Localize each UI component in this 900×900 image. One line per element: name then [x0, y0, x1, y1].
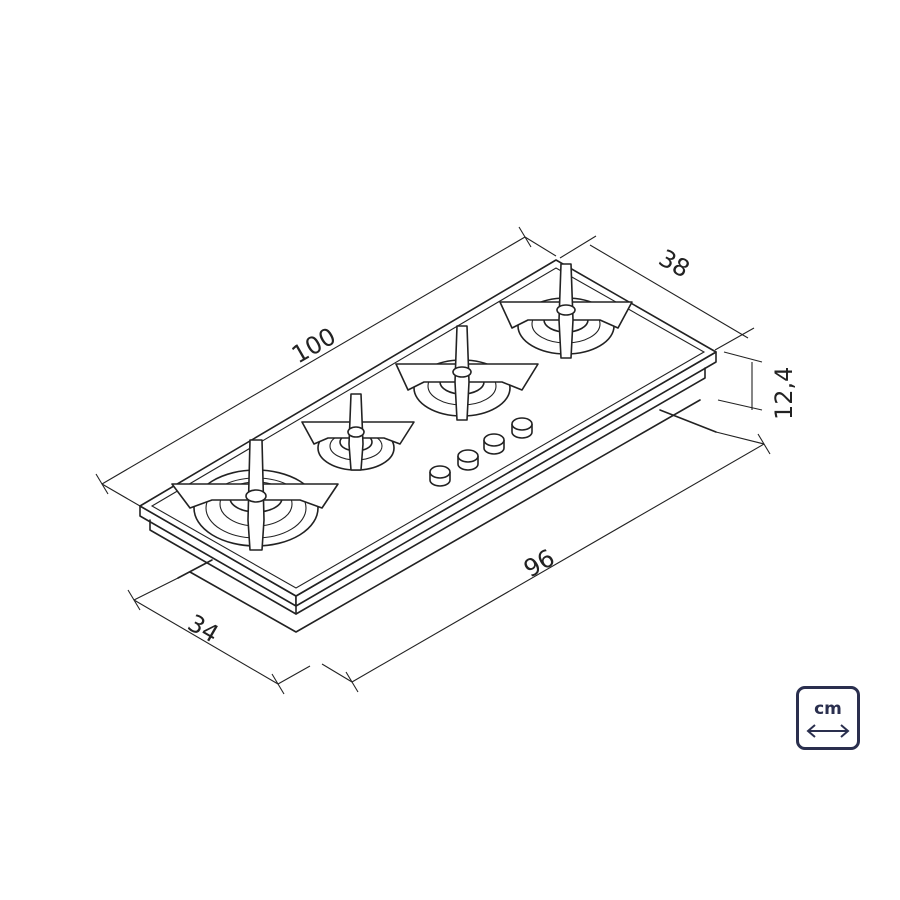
knob-1 [429, 465, 451, 487]
dimension-100-label: 100 [287, 322, 341, 369]
knob-2 [457, 449, 479, 471]
dimension-38-label: 38 [654, 244, 694, 284]
cutout-outline [177, 399, 717, 633]
unit-badge: cm [796, 686, 860, 750]
dimension-96-label: 96 [519, 544, 559, 584]
dimension-12-4-label: 12,4 [770, 367, 798, 420]
burner-medium [395, 325, 539, 421]
knob-4 [511, 417, 533, 439]
dimension-12-4: 12,4 [717, 351, 798, 420]
control-knobs [429, 417, 533, 487]
dimension-34-label: 34 [183, 609, 223, 649]
burner-large-front [171, 439, 339, 551]
burner-small [301, 393, 415, 471]
burner-back-right [499, 263, 633, 359]
double-arrow-icon [806, 724, 850, 738]
unit-label: cm [814, 699, 842, 719]
knob-3 [483, 433, 505, 455]
cooktop-body [139, 259, 717, 615]
